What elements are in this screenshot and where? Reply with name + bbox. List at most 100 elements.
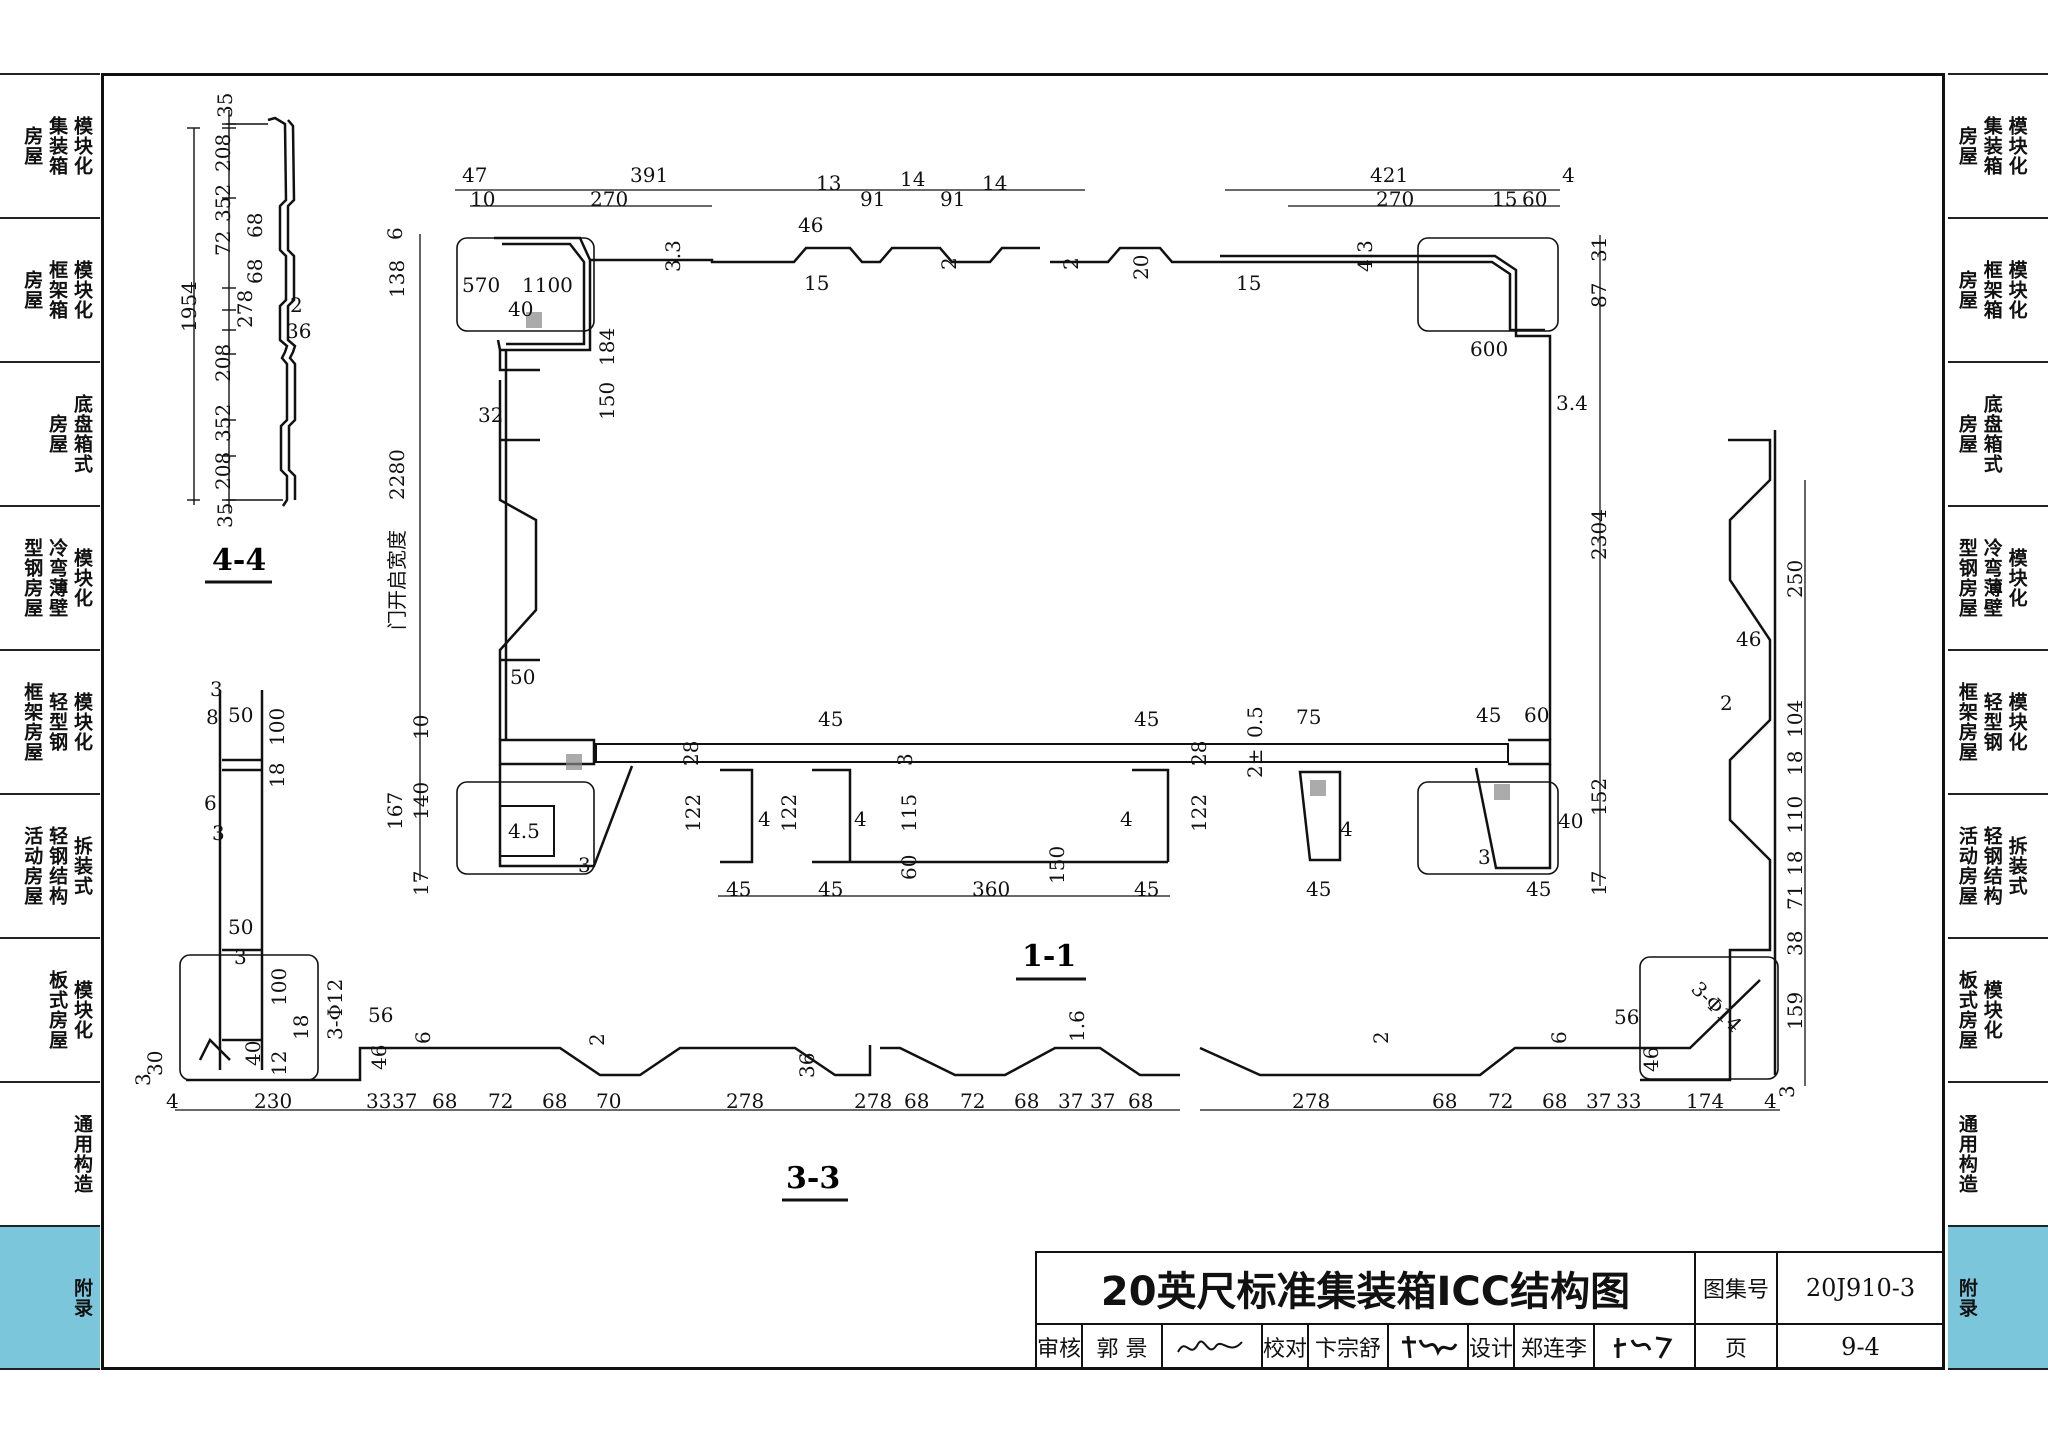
dim-3-3-c33: 33: [1616, 1089, 1641, 1113]
section-1-1-corner-left-top: [456, 236, 595, 352]
dim-3-3-6: 6: [204, 791, 217, 815]
dim-4-4-t2: 2: [290, 293, 303, 317]
dim-1-1-4c: 4: [1120, 807, 1133, 831]
side-tab-label: 通用构造: [71, 1114, 93, 1194]
side-tab-label: 模块化板式房屋: [1955, 970, 2003, 1050]
designer-signature: [1595, 1325, 1696, 1370]
section-1-1-corner-right-bottom: [1417, 764, 1559, 875]
check-label: 校对: [1263, 1325, 1309, 1370]
dim-3-3-b37c: 37: [1090, 1089, 1115, 1113]
side-tab-label: 底盘箱式房屋: [1955, 394, 2003, 474]
dim-1-1-34: 3.4: [1556, 391, 1588, 415]
designer-name: 郑连李: [1515, 1325, 1595, 1370]
dim-3-3-phi12: 3-Φ12: [323, 979, 347, 1040]
section-3-3-panels: [440, 1045, 1640, 1077]
weld-hatch-marks: [526, 312, 1510, 800]
dim-1-1-60: 60: [1522, 187, 1547, 211]
side-tab[interactable]: 通用构造: [1948, 1081, 2048, 1225]
dim-1-1-4: 4: [1562, 163, 1575, 187]
dim-1-1-3b: 3: [893, 753, 917, 766]
side-tab[interactable]: 模块化冷弯薄壁型钢房屋: [1948, 505, 2048, 649]
side-tab-label: 模块化集装箱房屋: [1955, 116, 2028, 176]
dim-3-3-50b: 50: [228, 915, 253, 939]
dim-1-1-33: 3.3: [661, 240, 685, 272]
dim-1-1-140: 140: [409, 782, 433, 820]
review-label: 审核: [1037, 1325, 1083, 1370]
dim-1-1-4d: 4: [1340, 817, 1353, 841]
dim-4-4-208a: 208: [211, 134, 235, 172]
side-tab[interactable]: 模块化轻型钢框架房屋: [1948, 649, 2048, 793]
dim-1-1-b45b: 45: [818, 877, 843, 901]
signature-mark: [1402, 1335, 1458, 1358]
dim-1-1-122c: 122: [1187, 794, 1211, 832]
dim-3-3-v46: 46: [1736, 627, 1761, 651]
dim-3-3-c278: 278: [1292, 1089, 1330, 1113]
dim-1-1-b45d: 45: [1306, 877, 1331, 901]
dim-1-1-184: 184: [595, 328, 619, 366]
side-tab-label: 通用构造: [1955, 1114, 1978, 1194]
side-tab[interactable]: 底盘箱式房屋: [1948, 361, 2048, 505]
dim-1-1-10: 10: [470, 187, 495, 211]
section-1-1-roof: [590, 246, 1220, 264]
dim-4-4-208c: 208: [211, 452, 235, 490]
dim-3-3-40: 40: [241, 1041, 265, 1066]
dim-3-3-3c: 3: [234, 945, 247, 969]
dim-3-3-b68b: 68: [542, 1089, 567, 1113]
dim-4-4-35b: 35: [213, 503, 237, 528]
section-4-4-dimlines: [187, 110, 283, 512]
dim-1-1-05: 0.5: [1243, 706, 1267, 738]
dim-1-1-28a: 28: [679, 741, 703, 766]
side-tab[interactable]: 模块化集装箱房屋: [1948, 73, 2048, 217]
side-tab[interactable]: 底盘箱式房屋: [0, 361, 100, 505]
dim-1-1-391: 391: [630, 163, 668, 187]
dim-1-1-10b: 10: [409, 715, 433, 740]
dim-1-1-2pm: 2±: [1243, 749, 1267, 778]
side-tab[interactable]: 模块化轻型钢框架房屋: [0, 649, 100, 793]
dim-3-3-c68a: 68: [1432, 1089, 1457, 1113]
dim-1-1-45t: 4.5: [508, 819, 540, 843]
dim-1-1-b45c: 45: [1134, 877, 1159, 901]
dim-3-3-phi14: 3-Φ14: [1686, 977, 1746, 1037]
dim-3-3-v104: 104: [1783, 700, 1807, 738]
side-tab[interactable]: 模块化框架箱房屋: [0, 217, 100, 361]
door-opening-label: 门开启宽度: [385, 530, 409, 630]
dim-3-3-r6: 6: [1547, 1031, 1571, 1044]
dim-3-3-t16: 1.6: [1065, 1010, 1089, 1042]
side-tab[interactable]: 模块化框架箱房屋: [1948, 217, 2048, 361]
side-tab[interactable]: 模块化板式房屋: [1948, 937, 2048, 1081]
side-tab[interactable]: 通用构造: [0, 1081, 100, 1225]
dim-3-3-r2: 2: [1369, 1031, 1393, 1044]
page-number: 9-4: [1778, 1325, 1945, 1370]
side-tab[interactable]: 拆装式轻钢结构活动房屋: [1948, 793, 2048, 937]
dim-4-4-68b: 68: [243, 259, 267, 284]
dim-3-3-v38: 38: [1783, 931, 1807, 956]
dim-1-1-152: 152: [1587, 778, 1611, 816]
dim-1-1-91a: 91: [860, 187, 885, 211]
dim-4-4-352b: 352: [211, 404, 235, 442]
side-tab[interactable]: 模块化集装箱房屋: [0, 73, 100, 217]
reviewer-name: 郭 景: [1083, 1325, 1163, 1370]
side-tab-active[interactable]: 附录: [0, 1225, 100, 1370]
dim-3-3-3a: 3: [210, 677, 223, 701]
dim-3-3-v18a: 18: [1783, 751, 1807, 776]
dim-4-4-35a: 35: [213, 93, 237, 118]
side-tab-label: 模块化框架箱房屋: [1955, 260, 2028, 320]
dim-1-1-45c: 45: [1476, 703, 1501, 727]
dim-3-3-b72a: 72: [488, 1089, 513, 1113]
dim-1-1-4a: 4: [758, 807, 771, 831]
dim-3-3-v18b: 18: [1783, 851, 1807, 876]
section-3-3-right-post: [1639, 430, 1779, 1082]
side-tab[interactable]: 拆装式轻钢结构活动房屋: [0, 793, 100, 937]
dim-3-3-b72b: 72: [960, 1089, 985, 1113]
side-tab[interactable]: 模块化板式房屋: [0, 937, 100, 1081]
dim-3-3-b68e: 68: [1128, 1089, 1153, 1113]
side-tab-active[interactable]: 附录: [1948, 1225, 2048, 1370]
side-tab[interactable]: 模块化冷弯薄壁型钢房屋: [0, 505, 100, 649]
dim-1-1-150a: 150: [595, 382, 619, 420]
checker-signature: [1389, 1325, 1469, 1370]
dim-1-1-122b: 122: [777, 794, 801, 832]
drawing-title: 20英尺标准集装箱ICC结构图: [1037, 1253, 1696, 1325]
dim-3-3-v159: 159: [1783, 992, 1807, 1030]
dim-1-1-138: 138: [385, 260, 409, 298]
dim-1-1-4b: 4: [854, 807, 867, 831]
